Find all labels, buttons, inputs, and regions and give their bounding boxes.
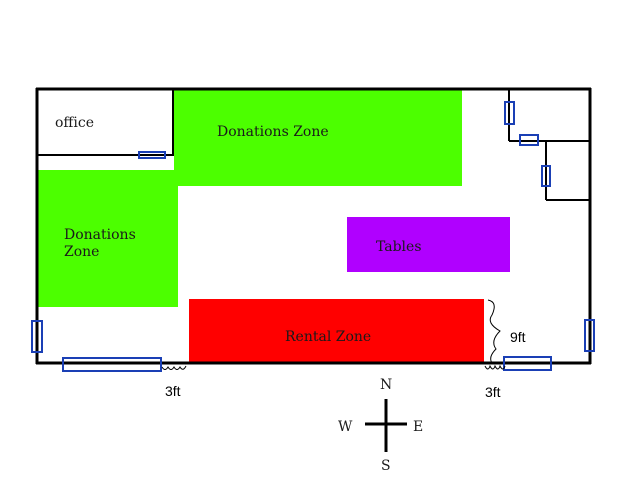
right-room-door-3[interactable] — [541, 165, 551, 187]
compass-north: N — [380, 377, 392, 393]
outer-walls — [35, 87, 592, 365]
rental-zone-label: Rental Zone — [285, 329, 371, 345]
right-room-door-1[interactable] — [504, 101, 515, 125]
left-gap-label: 3ft — [165, 383, 181, 399]
office-door[interactable] — [138, 151, 166, 159]
right-room-walls — [508, 89, 590, 201]
right-room-door-2[interactable] — [519, 134, 539, 146]
compass: N S W E — [338, 377, 423, 474]
compass-east: E — [413, 419, 423, 435]
doors — [31, 101, 595, 372]
east-door[interactable] — [584, 319, 595, 352]
west-door[interactable] — [31, 320, 43, 353]
office-walls — [37, 89, 174, 156]
rental-side-marker — [487, 299, 501, 364]
rental-side-label: 9ft — [510, 329, 526, 345]
compass-west: W — [338, 419, 353, 435]
right-gap-label: 3ft — [485, 384, 501, 400]
rental-zone[interactable] — [189, 299, 484, 363]
donations-zone-left[interactable] — [37, 170, 178, 307]
left-gap-marker — [161, 365, 187, 370]
donations-zone-left-label-line1: Donations — [64, 227, 136, 243]
tables-zone[interactable] — [347, 217, 510, 272]
south-entrance-left[interactable] — [62, 357, 162, 372]
right-gap-marker — [484, 364, 506, 370]
tables-label: Tables — [376, 239, 422, 255]
compass-south: S — [381, 458, 391, 474]
south-entrance-right[interactable] — [503, 356, 552, 371]
donations-zone-top-label: Donations Zone — [217, 124, 329, 140]
office-label: office — [55, 115, 94, 131]
donations-zone-top[interactable] — [174, 90, 462, 186]
donations-zone-left-label-line2: Zone — [64, 244, 99, 260]
